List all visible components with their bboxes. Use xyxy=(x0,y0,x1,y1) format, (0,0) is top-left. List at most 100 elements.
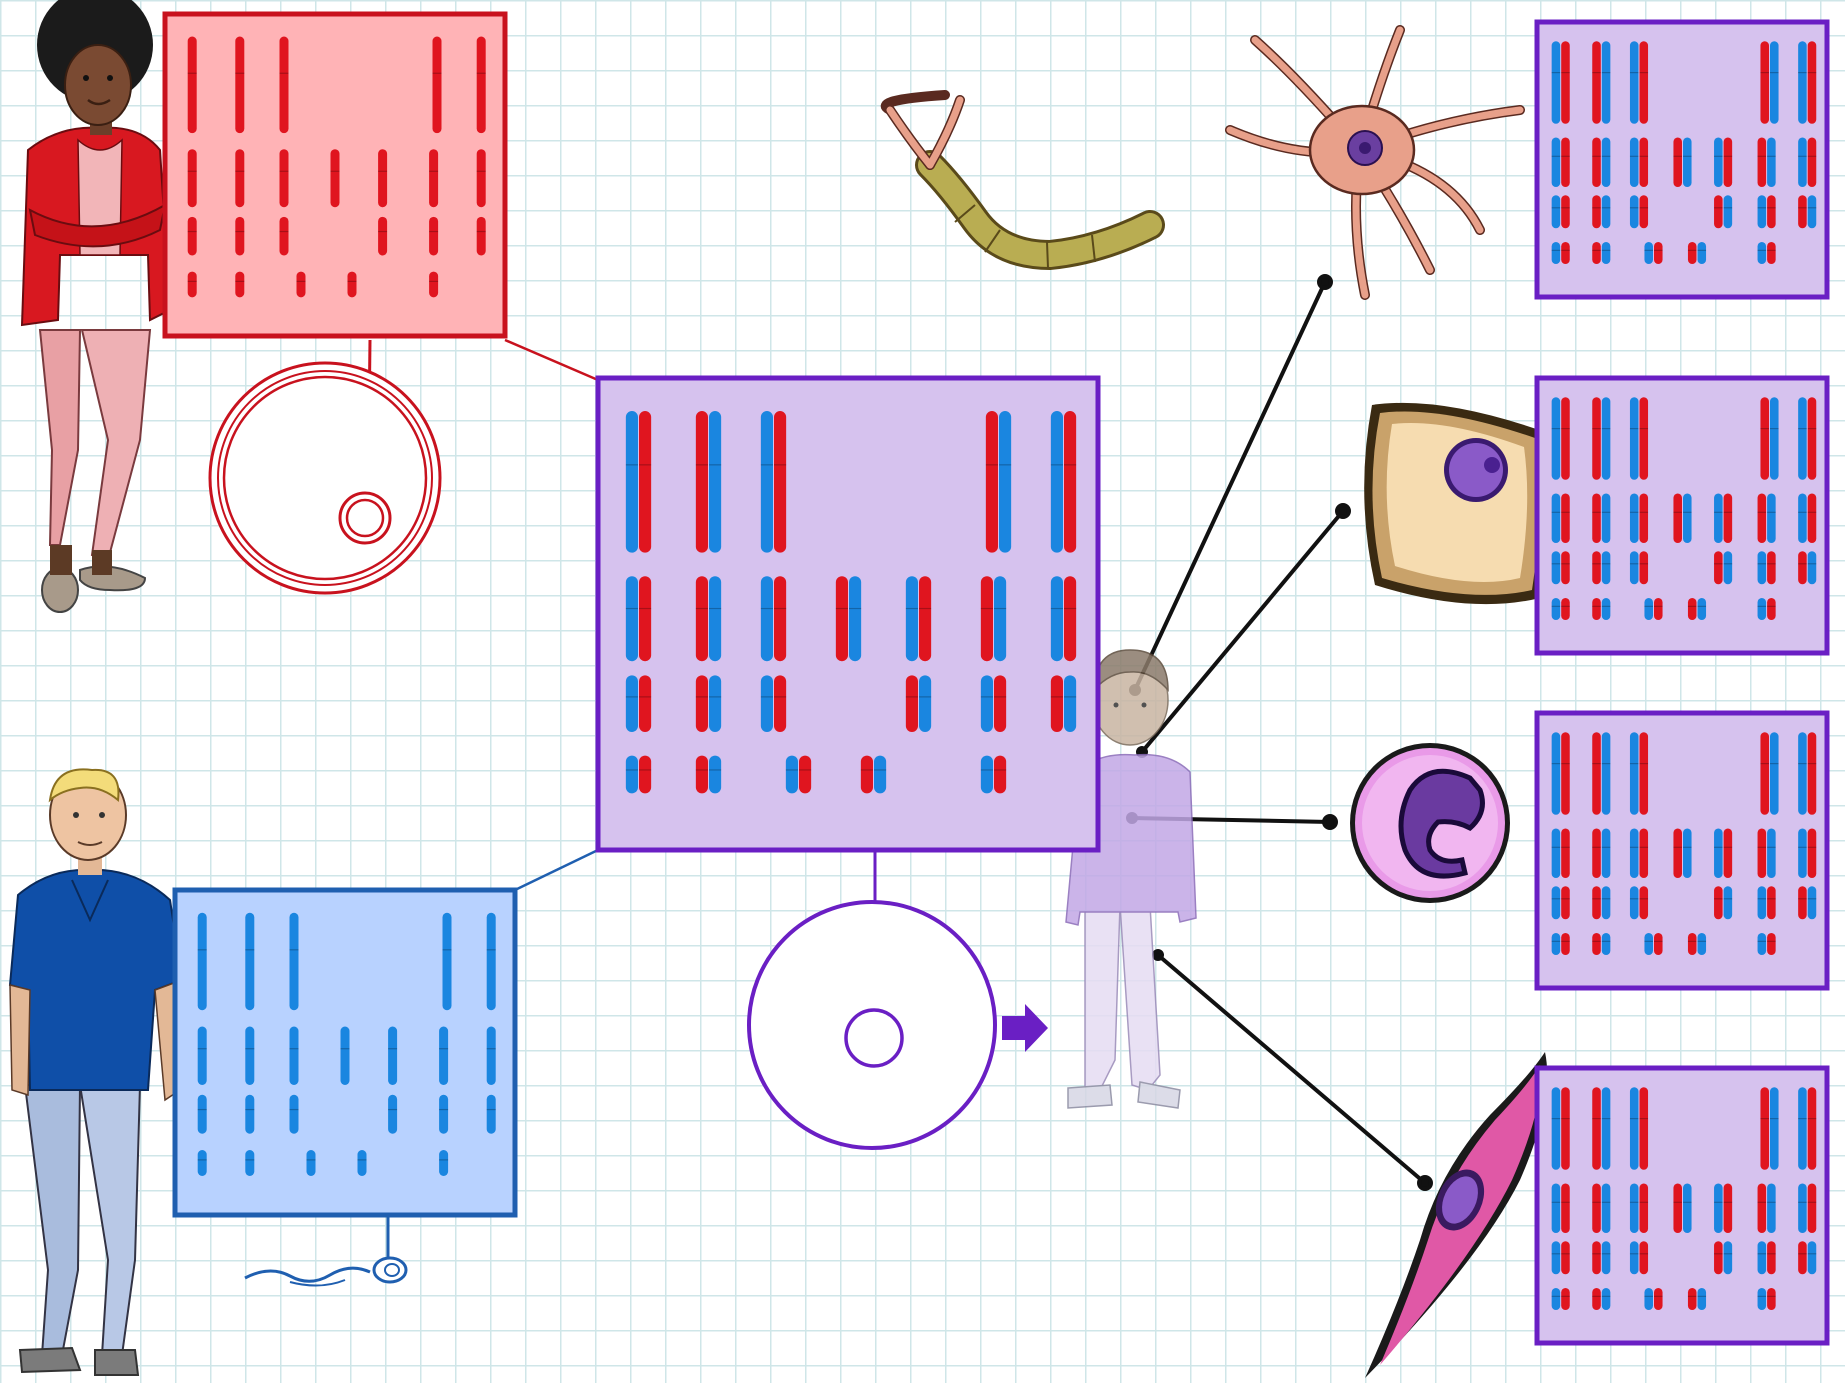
chromosome xyxy=(476,216,486,256)
chromosome xyxy=(1798,551,1817,585)
chromosome xyxy=(1592,493,1611,543)
chromosome xyxy=(187,149,197,208)
chromosome xyxy=(245,912,255,1011)
chromosome xyxy=(245,1094,255,1134)
chromosome xyxy=(1629,137,1649,187)
chromosome xyxy=(1757,242,1776,264)
chromosome xyxy=(1551,493,1570,543)
chromosome xyxy=(1592,137,1611,187)
epithelial-karyotype-panel xyxy=(1534,375,1830,656)
woman-figure-icon xyxy=(20,0,172,613)
chromosome xyxy=(1050,411,1077,553)
chromosome xyxy=(1757,137,1776,187)
chromosome xyxy=(1592,1087,1611,1170)
chromosome xyxy=(357,1150,367,1176)
chromosome xyxy=(279,36,289,134)
chromosome xyxy=(235,149,245,208)
man-figure-icon xyxy=(8,768,184,1376)
chromosome xyxy=(235,271,245,298)
neuron-cell xyxy=(880,25,1525,300)
chromosome xyxy=(476,149,486,208)
chromosome xyxy=(1592,551,1611,585)
father-karyotype-panel xyxy=(172,887,518,1218)
chromosome xyxy=(1714,1241,1733,1275)
chromosome xyxy=(1714,195,1733,229)
chromosome xyxy=(1760,1087,1779,1170)
chromosome xyxy=(439,1150,449,1176)
chromosome xyxy=(1592,1183,1611,1233)
chromosome xyxy=(1644,933,1663,955)
chromosome xyxy=(235,36,245,134)
chromosome xyxy=(289,1026,299,1085)
chromosome xyxy=(625,675,652,732)
zygote-cell-icon xyxy=(747,900,997,1150)
chromosome xyxy=(1644,598,1663,620)
chromosome xyxy=(439,1094,449,1134)
chromosome xyxy=(1592,1241,1611,1275)
chromosome xyxy=(980,576,1007,662)
chromosome xyxy=(432,36,442,134)
chromosome xyxy=(905,675,932,732)
chromosome xyxy=(1551,41,1570,124)
chromosome xyxy=(1714,886,1733,920)
chromosome xyxy=(1687,933,1707,955)
chromosome xyxy=(1673,1183,1692,1233)
chromosome xyxy=(905,576,932,662)
chromosome xyxy=(197,912,207,1011)
chromosome xyxy=(1592,598,1611,620)
chromosome xyxy=(1551,195,1570,229)
egg-cell xyxy=(208,361,442,595)
skin-cell-icon xyxy=(1364,402,1549,605)
chromosome xyxy=(695,411,722,553)
chromosome xyxy=(1551,598,1570,620)
chromosome xyxy=(486,1094,496,1134)
white-blood-cell-icon xyxy=(1350,743,1510,903)
chromosome xyxy=(429,216,439,256)
chromosome xyxy=(1757,886,1776,920)
chromosome xyxy=(695,576,722,662)
chromosome xyxy=(1592,41,1611,124)
chromosome xyxy=(1551,137,1570,187)
chromosome xyxy=(1687,598,1707,620)
chromosome xyxy=(625,576,652,662)
chromosome xyxy=(1714,1183,1733,1233)
chromosome xyxy=(625,755,652,794)
chromosome xyxy=(1629,41,1649,124)
karyotype-panels xyxy=(162,11,1830,1346)
chromosome xyxy=(1644,1288,1663,1310)
chromosome xyxy=(289,912,299,1011)
chromosome xyxy=(388,1094,398,1134)
chromosome xyxy=(1673,828,1692,878)
chromosome xyxy=(1629,493,1649,543)
father-figure xyxy=(8,768,184,1376)
chromosome xyxy=(245,1026,255,1085)
chromosome xyxy=(1757,493,1776,543)
chromosome xyxy=(1798,828,1817,878)
chromosome xyxy=(197,1026,207,1085)
chromosome xyxy=(187,216,197,256)
chromosome xyxy=(1714,493,1733,543)
chromosome xyxy=(1551,1087,1570,1170)
zygote-cell xyxy=(747,900,997,1150)
chromosome xyxy=(306,1150,316,1176)
chromosome xyxy=(1798,1087,1817,1170)
chromosome xyxy=(1798,1241,1817,1275)
chromosome xyxy=(347,271,357,298)
chromosome xyxy=(429,149,439,208)
arrow-right-icon xyxy=(1002,1004,1048,1052)
muscle-karyotype-panel xyxy=(1534,1065,1830,1346)
chromosome xyxy=(985,411,1012,553)
chromosome xyxy=(378,149,388,208)
chromosome xyxy=(695,675,722,732)
chromosome xyxy=(388,1026,398,1085)
chromosome xyxy=(235,216,245,256)
chromosome xyxy=(289,1094,299,1134)
chromosome xyxy=(486,1026,496,1085)
chromosome xyxy=(1629,1241,1649,1275)
chromosome xyxy=(1760,397,1779,480)
chromosome xyxy=(197,1094,207,1134)
chromosome xyxy=(1592,886,1611,920)
muscle-cell xyxy=(1365,1052,1548,1378)
chromosome xyxy=(760,576,787,662)
